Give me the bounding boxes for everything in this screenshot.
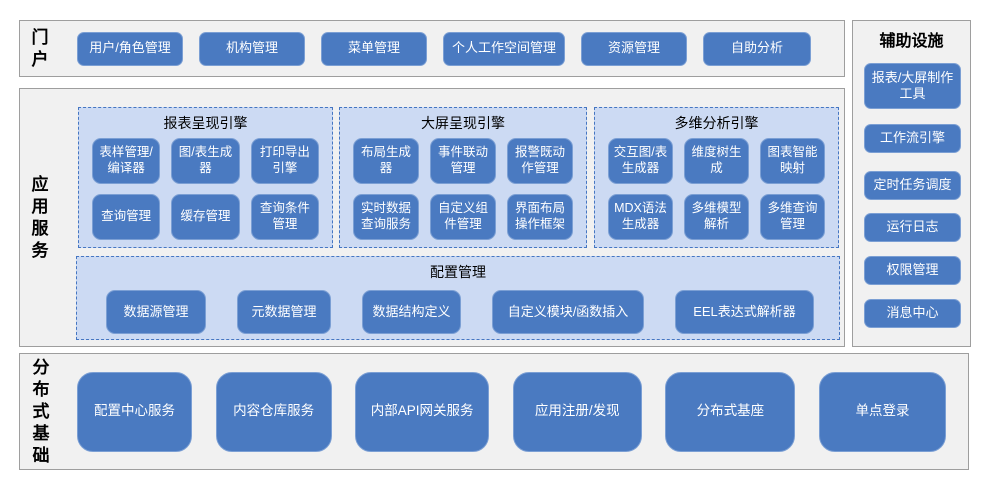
olap-engine-panel: 多维分析引擎 交互图/表生成器 维度树生成 图表智能映射 MDX语法生成器 多维… — [594, 107, 839, 248]
engine-button[interactable]: 布局生成器 — [353, 138, 419, 184]
aux-button-task-scheduler[interactable]: 定时任务调度 — [864, 171, 961, 200]
app-services-label: 应用服务 — [31, 174, 49, 260]
portal-button-self-analysis[interactable]: 自助分析 — [703, 31, 811, 66]
portal-button-org-mgmt[interactable]: 机构管理 — [199, 31, 305, 66]
distributed-button-row: 配置中心服务 内容仓库服务 内部API网关服务 应用注册/发现 分布式基座 单点… — [77, 354, 946, 469]
engine-button[interactable]: 图/表生成器 — [171, 138, 240, 184]
engine-button[interactable]: 打印导出引擎 — [250, 138, 319, 184]
distributed-label: 分布式基础 — [32, 357, 50, 465]
engine-button[interactable]: MDX语法生成器 — [608, 194, 673, 240]
config-button-metadata-mgmt[interactable]: 元数据管理 — [237, 290, 331, 334]
engine-button[interactable]: 实时数据查询服务 — [353, 194, 419, 240]
engine-button[interactable]: 交互图/表生成器 — [608, 138, 673, 184]
config-button-data-structure[interactable]: 数据结构定义 — [362, 290, 461, 334]
portal-label: 门户 — [31, 27, 49, 69]
config-mgmt-panel: 配置管理 数据源管理 元数据管理 数据结构定义 自定义模块/函数插入 EEL表达… — [76, 256, 840, 340]
auxiliary-section: 辅助设施 报表/大屏制作工具 工作流引擎 定时任务调度 运行日志 权限管理 消息… — [852, 20, 971, 347]
bigscreen-engine-panel: 大屏呈现引擎 布局生成器 事件联动管理 报警既动作管理 实时数据查询服务 自定义… — [339, 107, 587, 248]
aux-button-workflow[interactable]: 工作流引擎 — [864, 124, 961, 153]
engine-button[interactable]: 维度树生成 — [684, 138, 749, 184]
aux-button-message-center[interactable]: 消息中心 — [864, 299, 961, 328]
config-button-custom-module[interactable]: 自定义模块/函数插入 — [492, 290, 644, 334]
portal-button-resource-mgmt[interactable]: 资源管理 — [581, 31, 687, 66]
infra-button-sso[interactable]: 单点登录 — [818, 371, 946, 452]
config-button-eel-parser[interactable]: EEL表达式解析器 — [675, 290, 814, 334]
app-services-section: 应用服务 报表呈现引擎 表样管理/编译器 图/表生成器 打印导出引擎 查询管理 … — [19, 88, 845, 347]
report-engine-panel: 报表呈现引擎 表样管理/编译器 图/表生成器 打印导出引擎 查询管理 缓存管理 … — [78, 107, 333, 248]
config-button-row: 数据源管理 元数据管理 数据结构定义 自定义模块/函数插入 EEL表达式解析器 — [77, 284, 839, 334]
olap-engine-title: 多维分析引擎 — [674, 115, 759, 131]
olap-engine-grid: 交互图/表生成器 维度树生成 图表智能映射 MDX语法生成器 多维模型解析 多维… — [595, 135, 838, 240]
bigscreen-engine-grid: 布局生成器 事件联动管理 报警既动作管理 实时数据查询服务 自定义组件管理 界面… — [340, 135, 586, 240]
aux-button-run-log[interactable]: 运行日志 — [864, 213, 961, 242]
infra-button-dist-base[interactable]: 分布式基座 — [665, 371, 796, 452]
engine-button[interactable]: 自定义组件管理 — [430, 194, 496, 240]
engine-button[interactable]: 多维查询管理 — [760, 194, 825, 240]
engine-button[interactable]: 缓存管理 — [171, 194, 240, 240]
auxiliary-title: 辅助设施 — [879, 33, 944, 50]
infra-button-app-registry[interactable]: 应用注册/发现 — [512, 371, 642, 452]
aux-button-report-maker[interactable]: 报表/大屏制作工具 — [864, 63, 961, 109]
report-engine-grid: 表样管理/编译器 图/表生成器 打印导出引擎 查询管理 缓存管理 查询条件管理 — [79, 135, 332, 240]
config-button-datasource-mgmt[interactable]: 数据源管理 — [106, 290, 206, 334]
portal-button-menu-mgmt[interactable]: 菜单管理 — [321, 31, 427, 66]
engine-button[interactable]: 图表智能映射 — [760, 138, 825, 184]
engine-button[interactable]: 多维模型解析 — [684, 194, 749, 240]
infra-button-content-repo[interactable]: 内容仓库服务 — [215, 371, 332, 452]
portal-section: 门户 用户/角色管理 机构管理 菜单管理 个人工作空间管理 资源管理 自助分析 — [19, 20, 845, 77]
infra-button-config-center[interactable]: 配置中心服务 — [77, 371, 192, 452]
engine-button[interactable]: 事件联动管理 — [430, 138, 496, 184]
engine-button[interactable]: 报警既动作管理 — [507, 138, 573, 184]
config-mgmt-title: 配置管理 — [430, 264, 486, 280]
engine-button[interactable]: 查询条件管理 — [250, 194, 319, 240]
aux-button-permission[interactable]: 权限管理 — [864, 256, 961, 285]
distributed-section: 分布式基础 配置中心服务 内容仓库服务 内部API网关服务 应用注册/发现 分布… — [19, 353, 969, 470]
portal-button-user-role-mgmt[interactable]: 用户/角色管理 — [77, 31, 183, 66]
infra-button-api-gateway[interactable]: 内部API网关服务 — [355, 371, 490, 452]
engine-button[interactable]: 表样管理/编译器 — [92, 138, 161, 184]
portal-button-row: 用户/角色管理 机构管理 菜单管理 个人工作空间管理 资源管理 自助分析 — [77, 21, 811, 76]
report-engine-title: 报表呈现引擎 — [163, 115, 248, 131]
portal-button-workspace-mgmt[interactable]: 个人工作空间管理 — [443, 31, 565, 66]
engine-button[interactable]: 界面布局操作框架 — [507, 194, 573, 240]
engine-button[interactable]: 查询管理 — [92, 194, 161, 240]
bigscreen-engine-title: 大屏呈现引擎 — [421, 115, 505, 131]
